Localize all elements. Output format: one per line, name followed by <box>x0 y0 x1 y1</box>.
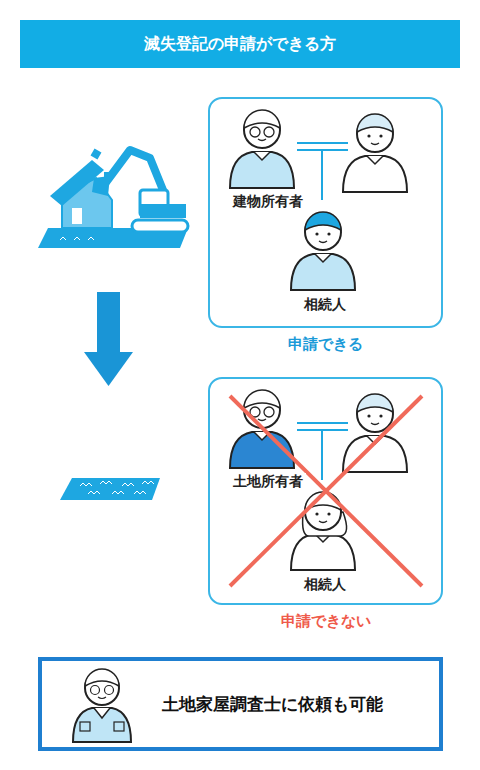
eye-right <box>379 414 382 417</box>
surveyor-body <box>73 708 131 742</box>
panel-box: 申請できない <box>208 377 443 605</box>
grass-mark <box>134 491 146 494</box>
person-hair <box>244 390 280 408</box>
grass-mark <box>100 481 112 484</box>
panel-heading: 申請できない <box>210 612 441 631</box>
person-collar <box>315 254 331 262</box>
person-hair <box>244 110 280 128</box>
eye-right <box>327 512 330 515</box>
surveyor-pocket <box>80 722 90 731</box>
person-label: 相続人 <box>301 296 349 314</box>
eye-right <box>327 232 330 235</box>
person-hair <box>357 114 393 132</box>
cross-mark <box>230 396 422 586</box>
person-figure <box>291 212 355 290</box>
grass-mark <box>60 237 66 240</box>
mouth <box>371 143 379 145</box>
excavator-arm <box>104 150 165 195</box>
surveyor-hair <box>85 669 119 686</box>
person-label: 土地所有者 <box>230 473 306 491</box>
mouth <box>319 521 327 523</box>
family-tree-lines <box>297 143 348 200</box>
grass-mark <box>112 491 124 494</box>
excavator-track <box>132 220 188 232</box>
person-body <box>291 254 355 290</box>
arrow-shaft <box>97 292 120 354</box>
panel-heading: 申請できる <box>210 335 441 354</box>
person-figure <box>230 110 294 188</box>
surveyor-pocket <box>114 722 124 731</box>
person-hair <box>357 394 393 412</box>
surveyor-collar <box>94 708 110 718</box>
eye-left <box>315 232 318 235</box>
mouth <box>319 241 327 243</box>
glasses-right <box>105 686 114 695</box>
mouth <box>258 419 266 421</box>
grass-mark <box>88 491 100 494</box>
grass-mark <box>74 237 80 240</box>
glasses-left <box>91 686 100 695</box>
person-label: 相続人 <box>301 576 349 594</box>
title-band: 滅失登記の申請ができる方 <box>20 20 460 68</box>
mouth <box>98 697 106 699</box>
person-figure <box>343 394 407 472</box>
person-hair <box>305 212 341 230</box>
person-body <box>230 152 294 188</box>
person-collar <box>254 152 270 160</box>
person-figure <box>343 114 407 192</box>
mouth <box>371 423 379 425</box>
title-text: 滅失登記の申請ができる方 <box>144 34 336 55</box>
excavator-body <box>140 204 186 218</box>
arrow-head <box>84 352 133 386</box>
marriage-line <box>297 422 348 424</box>
person-collar <box>367 156 383 164</box>
land-plate <box>60 478 160 500</box>
note-box: 土地家屋調査士に依頼も可能 <box>38 657 443 751</box>
glasses-right <box>264 127 274 137</box>
descent-line <box>321 150 323 200</box>
mouth <box>258 139 266 141</box>
demolition-illustration <box>38 149 188 248</box>
note-text: 土地家屋調査士に依頼も可能 <box>162 693 383 716</box>
glasses-right <box>264 407 274 417</box>
grass-mark <box>122 483 134 486</box>
eye-left <box>367 134 370 137</box>
glasses-left <box>250 127 260 137</box>
debris-1 <box>72 208 82 224</box>
person-body <box>291 534 355 570</box>
person-body <box>343 156 407 192</box>
excavator-bucket <box>92 176 110 196</box>
eye-left <box>367 414 370 417</box>
grass-mark <box>88 237 94 240</box>
marriage-line <box>297 142 348 144</box>
descent-line <box>321 430 323 480</box>
eye-right <box>379 134 382 137</box>
grass-mark <box>142 481 154 484</box>
surveyor-icon <box>73 669 131 742</box>
cross-mark <box>230 396 422 586</box>
panel-box: 申請できる <box>208 97 443 328</box>
grass-mark <box>80 483 92 486</box>
person-figure <box>291 492 355 570</box>
debris-2 <box>91 149 102 160</box>
person-label: 建物所有者 <box>230 193 306 211</box>
vacant-land-illustration <box>60 478 160 500</box>
eye-left <box>315 512 318 515</box>
